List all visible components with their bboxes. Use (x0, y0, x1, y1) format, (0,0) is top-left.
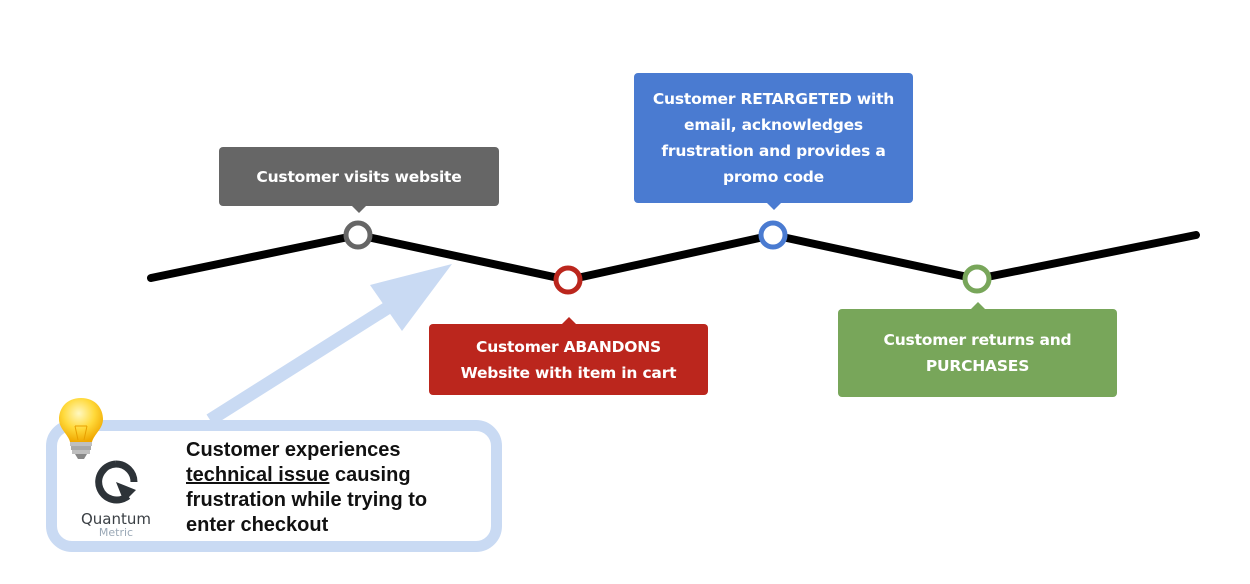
insight-line: technical issue causing (186, 463, 486, 488)
callout-line: PURCHASES (925, 357, 1030, 375)
callout-line: email, acknowledges (684, 116, 863, 134)
callout-line: Website with item in cart (460, 363, 677, 382)
callout-abandons: Customer ABANDONS Website with item in c… (429, 317, 708, 395)
insight-arrow (206, 264, 452, 426)
logo-word-metric: Metric (98, 526, 134, 539)
insight-line: enter checkout (186, 514, 329, 536)
callout-line: Customer returns and (883, 331, 1072, 349)
callout-pointer (561, 317, 576, 324)
callout-line: Customer visits website (256, 167, 462, 186)
quantum-metric-q-icon (95, 460, 138, 504)
callout-line: frustration and provides a (661, 142, 886, 160)
insight-line-rest: causing (329, 464, 411, 486)
callout-pointer (766, 203, 781, 210)
callout-visits-text: Customer visits website (256, 164, 461, 190)
lightbulb-icon (59, 398, 103, 459)
quantum-metric-logo: Quantum Metric (76, 460, 156, 539)
node-purchase[interactable] (962, 264, 992, 294)
callout-retarget-text: Customer RETARGETED with email, acknowle… (653, 86, 894, 190)
insight-text: Customer experiences technical issue cau… (186, 438, 486, 538)
insight-line: Customer experiences (186, 439, 401, 461)
journey-line (147, 231, 1200, 284)
node-retarget[interactable] (758, 220, 788, 250)
node-visits[interactable] (343, 220, 373, 250)
callout-abandon-text: Customer ABANDONS Website with item in c… (461, 334, 677, 386)
callout-purchases: Customer returns and PURCHASES (838, 302, 1117, 397)
callout-purchase-text: Customer returns and PURCHASES (884, 327, 1072, 379)
insight-line: frustration while trying to (186, 489, 428, 511)
insight-arrow-head (370, 264, 452, 331)
logo-word-quantum: Quantum (80, 510, 151, 528)
callout-retargeted: Customer RETARGETED with email, acknowle… (634, 73, 913, 210)
callout-visits-website: Customer visits website (219, 147, 499, 213)
node-abandon[interactable] (553, 265, 583, 295)
callout-line: promo code (722, 168, 824, 186)
insight-arrow-shaft (206, 294, 404, 426)
insight-emphasis: technical issue (186, 464, 330, 486)
callout-line: Customer ABANDONS (476, 337, 661, 356)
callout-pointer (352, 206, 366, 213)
callout-line: Customer RETARGETED with (652, 90, 895, 108)
callout-pointer (970, 302, 985, 309)
